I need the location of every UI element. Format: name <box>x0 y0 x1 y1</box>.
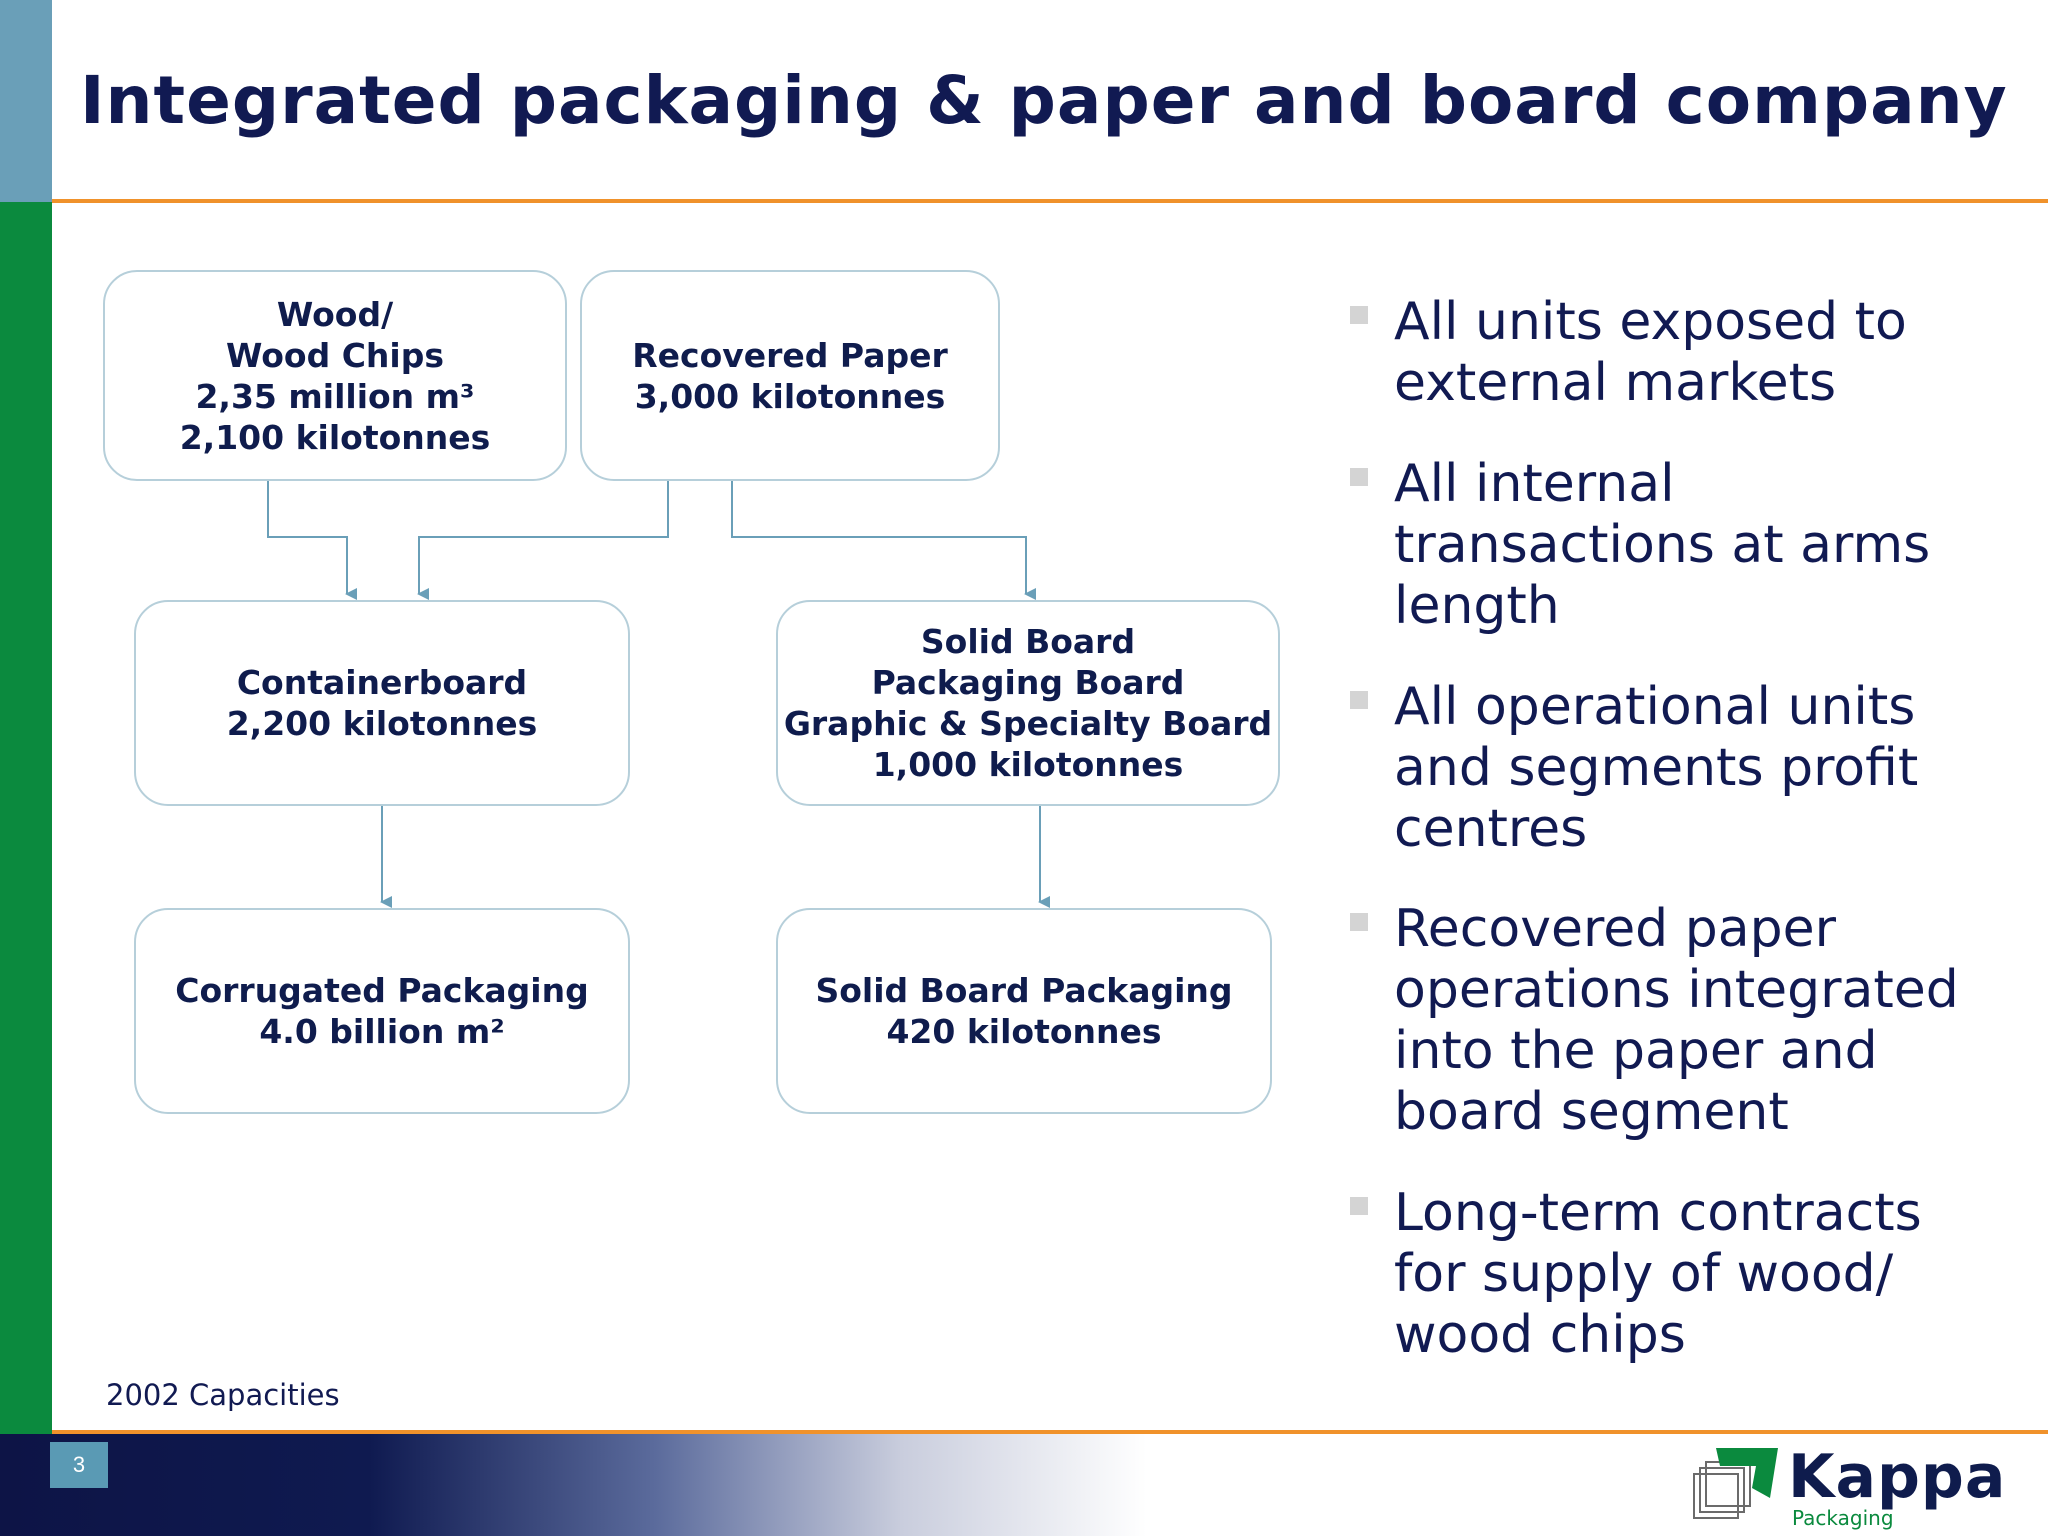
bullet-marker <box>1350 468 1368 486</box>
box-corrugated-packaging: Corrugated Packaging 4.0 billion m² <box>134 908 630 1114</box>
bullet-marker <box>1350 306 1368 324</box>
bullet-line: wood chips <box>1394 1305 1686 1365</box>
bullet-line: All internal <box>1394 454 1675 514</box>
box-corrugated-line: 4.0 billion m² <box>259 1012 505 1051</box>
box-containerboard-line: 2,200 kilotonnes <box>226 704 538 743</box>
box-containerboard: Containerboard 2,200 kilotonnes <box>134 600 630 806</box>
box-solid-board-line: Solid Board <box>920 622 1136 661</box>
bullet-line: board segment <box>1394 1082 1789 1142</box>
box-wood-line: 2,100 kilotonnes <box>179 417 491 457</box>
bullet-line: for supply of wood/ <box>1394 1244 1894 1304</box>
box-solid-packaging-line: Solid Board Packaging <box>815 971 1233 1010</box>
edge-wood-to-containerboard <box>267 480 357 600</box>
bullet-line: length <box>1394 576 1560 636</box>
slide-title: Integrated packaging & paper and board c… <box>80 62 2008 139</box>
edge-recovered-to-containerboard <box>417 480 669 600</box>
kappa-logo-subtitle: Packaging <box>1792 1506 1894 1530</box>
box-corrugated-line: Corrugated Packaging <box>175 971 589 1010</box>
capacities-caption: 2002 Capacities <box>106 1378 340 1412</box>
box-wood: Wood/ Wood Chips 2,35 million m³ 2,100 k… <box>103 270 567 481</box>
box-solid-board-line: 1,000 kilotonnes <box>872 745 1184 784</box>
box-solid-packaging-line: 420 kilotonnes <box>886 1012 1162 1051</box>
bullet-line: Long-term contracts <box>1394 1183 1922 1243</box>
bullet-item: All operational units and segments profi… <box>1394 677 2034 860</box>
box-solid-board-packaging: Solid Board Packaging 420 kilotonnes <box>776 908 1272 1114</box>
box-containerboard-line: Containerboard <box>236 663 528 702</box>
bullet-line: All operational units <box>1394 677 1916 737</box>
kappa-logo-mark <box>1693 1448 1778 1519</box>
title-divider <box>52 199 2048 203</box>
bullet-marker <box>1350 1197 1368 1215</box>
bullet-marker <box>1350 691 1368 709</box>
box-solid-board-line: Packaging Board <box>871 663 1185 702</box>
box-recovered-line: 3,000 kilotonnes <box>634 376 946 416</box>
left-accent-bar-top <box>0 0 52 202</box>
box-recovered-line: Recovered Paper <box>632 335 948 375</box>
bullet-line: transactions at arms <box>1394 515 1931 575</box>
bullet-line: into the paper and <box>1394 1021 1878 1081</box>
box-solid-board-line: Graphic & Specialty Board <box>783 704 1273 743</box>
bullet-line: centres <box>1394 799 1588 859</box>
box-solid-board: Solid Board Packaging Board Graphic & Sp… <box>776 600 1280 806</box>
box-wood-line: Wood Chips <box>226 335 444 375</box>
box-wood-line: Wood/ <box>276 294 394 334</box>
box-wood-line: 2,35 million m³ <box>195 376 475 416</box>
edge-recovered-to-solidboard <box>731 480 1036 600</box>
bullet-line: and segments profit <box>1394 738 1919 798</box>
bullet-line: operations integrated <box>1394 960 1959 1020</box>
bullet-line: external markets <box>1394 353 1837 413</box>
kappa-logo: Kappa Packaging <box>1690 1442 2030 1532</box>
bullet-item: Long-term contracts for supply of wood/ … <box>1394 1183 2034 1366</box>
bullet-item: All internal transactions at arms length <box>1394 454 2034 637</box>
kappa-logo-wordmark: Kappa <box>1788 1442 2007 1512</box>
box-recovered-paper: Recovered Paper 3,000 kilotonnes <box>580 270 1000 481</box>
bullet-marker <box>1350 913 1368 931</box>
bullet-line: Recovered paper <box>1394 899 1836 959</box>
footer-divider <box>52 1430 2048 1434</box>
bullet-item: All units exposed to external markets <box>1394 292 2034 414</box>
bullet-item: Recovered paper operations integrated in… <box>1394 899 2034 1143</box>
left-accent-bar-green <box>0 202 52 1434</box>
bullet-line: All units exposed to <box>1394 292 1907 352</box>
page-number: 3 <box>50 1442 108 1488</box>
